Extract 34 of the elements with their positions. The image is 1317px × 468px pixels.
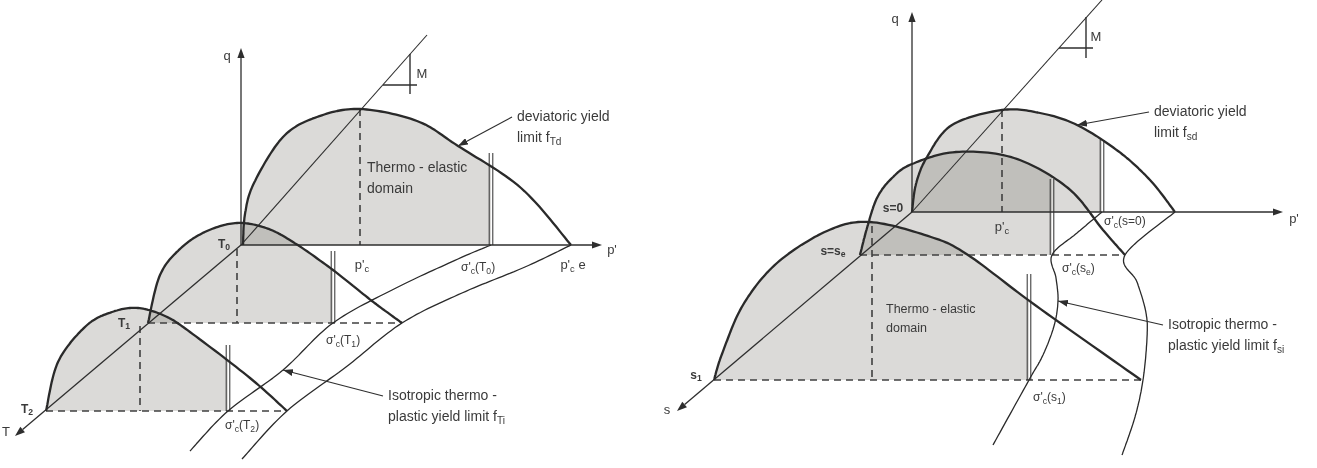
yield-limit-curve [992, 211, 1103, 446]
callout-text: Isotropic thermo - plastic yield limit f$_{si}$ [1168, 314, 1294, 356]
value-label: p'$_{c}$ [354, 256, 370, 274]
axis-label: q [891, 10, 899, 28]
slope-label: M [416, 65, 428, 83]
leader-arrow [457, 116, 513, 147]
axis-label: T [2, 423, 10, 441]
axis-label: q [223, 47, 231, 65]
leader-arrow [1076, 111, 1150, 127]
point-label: s$_{1}$ [690, 367, 702, 383]
callout-text: deviatoric yield limit f$_{Td}$ [517, 106, 629, 148]
point-label: T$_{0}$ [217, 236, 231, 252]
value-label: σ'$_{c}$(T$_{0}$) [461, 260, 496, 275]
point-label: s=0 [882, 200, 904, 216]
callout-text: Isotropic thermo - plastic yield limit f$_{Ti}$ [388, 385, 514, 427]
value-label: p'$_{c}$ [994, 218, 1010, 236]
value-label: σ'$_{c}$(T$_{1}$) [326, 333, 361, 348]
value-label: σ'$_{c}$(T$_{2}$) [225, 418, 260, 433]
point-label: T$_{2}$ [20, 401, 34, 417]
value-label: σ'$_{c}$(s$_{e}$) [1062, 261, 1095, 276]
value-label: σ'$_{c}$(s=0) [1104, 214, 1146, 229]
region-label: Thermo - elastic domain [886, 301, 977, 337]
point-label: T$_{1}$ [117, 315, 131, 331]
axis-label: s [663, 401, 671, 419]
value-label: σ'$_{c}$(s$_{1}$) [1033, 390, 1066, 405]
callout-text: deviatoric yield limit f$_{sd}$ [1154, 101, 1266, 143]
axis-label: p' [1289, 210, 1299, 228]
slope-label: M [1090, 28, 1102, 46]
leader-arrow [282, 369, 384, 397]
point-label: s=s$_{e}$ [820, 243, 846, 259]
axis-label: p' [607, 241, 617, 259]
region-label: Thermo - elastic domain [367, 158, 469, 198]
leader-arrow [1057, 299, 1164, 326]
value-label: p'$_{c}$ e [560, 256, 586, 274]
